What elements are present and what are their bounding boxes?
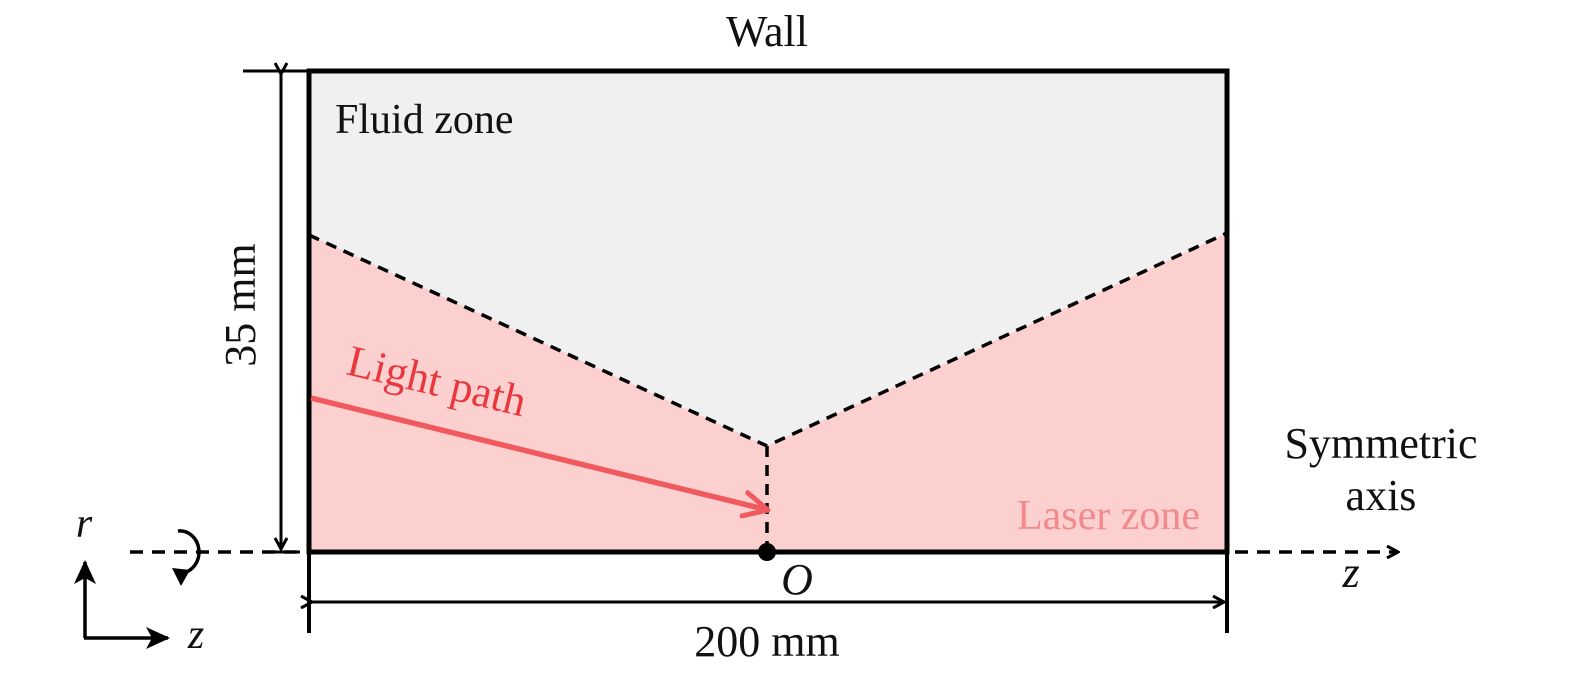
axis-z-label: z xyxy=(1341,548,1359,597)
height-dimension-label: 35 mm xyxy=(216,243,265,366)
symmetric-axis-label-line2: axis xyxy=(1346,471,1417,520)
laser-zone-label: Laser zone xyxy=(1017,493,1200,539)
light-path-arrow xyxy=(310,395,768,510)
rotation-arrowhead-icon xyxy=(172,568,190,586)
origin-label: O xyxy=(781,555,813,604)
laser-zone-region xyxy=(309,233,1227,552)
wall-label: Wall xyxy=(726,7,808,56)
width-dimension-label: 200 mm xyxy=(694,617,839,666)
origin-point xyxy=(758,543,776,561)
fluid-zone-label: Fluid zone xyxy=(335,97,513,143)
coord-z-label: z xyxy=(187,612,204,658)
coord-r-label: r xyxy=(76,501,93,547)
symmetric-axis-label-line1: Symmetric xyxy=(1284,419,1477,468)
